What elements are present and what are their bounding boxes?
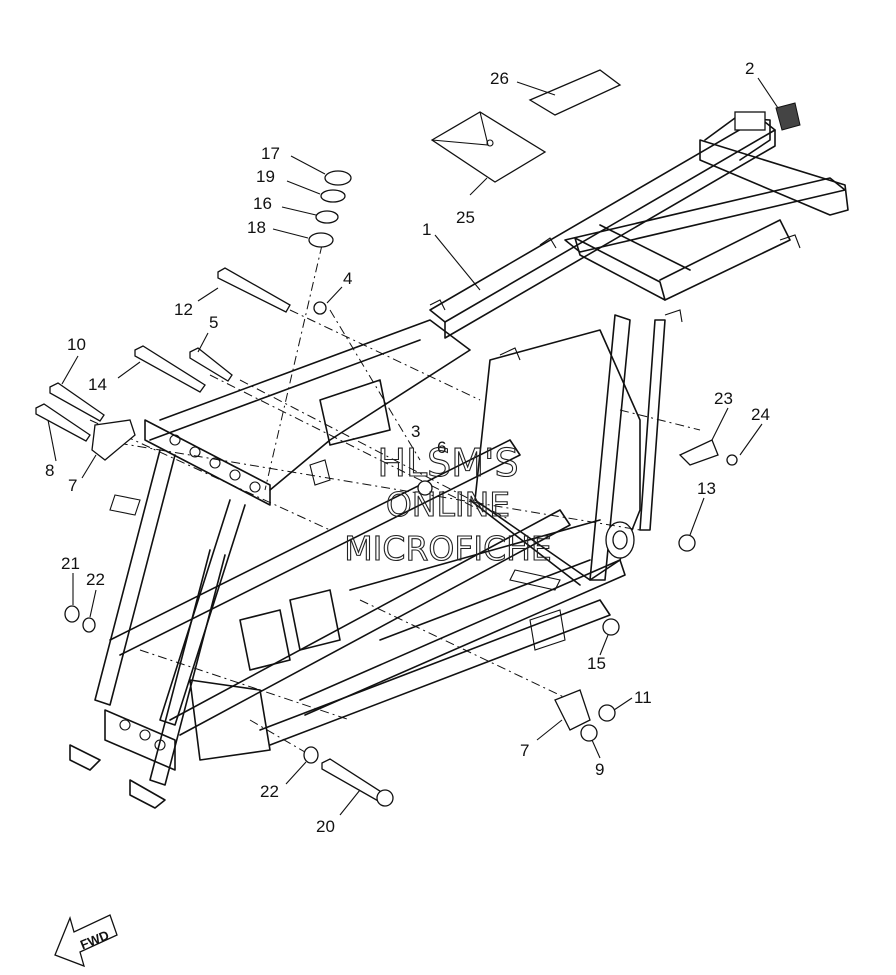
callout-1: 1 (422, 220, 431, 239)
bracket-7-front-part (91, 419, 136, 461)
bolt-14-part (134, 345, 206, 393)
callout-10: 10 (67, 335, 86, 354)
bolt-12-part (217, 267, 291, 313)
callout-15: 15 (587, 654, 606, 673)
callout-17: 17 (261, 144, 280, 163)
nut-13-part (678, 534, 696, 552)
callout-6: 6 (437, 438, 446, 457)
nut-3-part (417, 480, 433, 496)
washer-22-lower-part (303, 746, 319, 764)
callout-20: 20 (316, 817, 335, 836)
callout-9: 9 (595, 760, 604, 779)
nut-21-part (64, 605, 80, 623)
nut-9-part (580, 724, 598, 742)
callout-7-front: 7 (68, 476, 77, 495)
callout-26: 26 (490, 69, 509, 88)
bolt-10-part (49, 382, 105, 422)
forward-direction-arrow: FWD (54, 914, 118, 968)
bolt-5-part (189, 347, 233, 382)
callout-8: 8 (45, 461, 54, 480)
watermark-line-2: ONLINE (386, 485, 510, 524)
callout-14: 14 (88, 375, 107, 394)
callout-22-front: 22 (86, 570, 105, 589)
collar-16-part (315, 210, 339, 224)
callout-4: 4 (343, 269, 352, 288)
callout-22-lower: 22 (260, 782, 279, 801)
bolt-4-part (313, 301, 327, 315)
washer-22-front-part (82, 617, 96, 633)
callout-23: 23 (714, 389, 733, 408)
watermark-line-1: HLSM'S (377, 441, 518, 485)
clamp-23-part (678, 439, 719, 466)
watermark-line-3: MICROFICHE (344, 529, 552, 568)
frame-assembly (69, 111, 849, 809)
watermark: HLSM'S ONLINE MICROFICHE (344, 440, 553, 568)
callout-16: 16 (253, 194, 272, 213)
callout-7-rear: 7 (520, 741, 529, 760)
callout-24: 24 (751, 405, 770, 424)
nut-11-part (598, 704, 616, 722)
owner-manual-part (430, 111, 547, 183)
bolt-24-part (726, 454, 738, 466)
callout-3: 3 (411, 422, 420, 441)
nut-15-part (602, 618, 620, 636)
bushing-18-part (308, 232, 334, 248)
callout-21: 21 (61, 554, 80, 573)
callout-25: 25 (456, 208, 475, 227)
washer-19-part (320, 189, 346, 203)
bolt-8-part (35, 403, 91, 442)
parts (35, 69, 801, 807)
callout-12: 12 (174, 300, 193, 319)
assembly-lines (89, 244, 701, 756)
callout-19: 19 (256, 167, 275, 186)
bracket-7-rear-part (554, 689, 591, 731)
callout-11: 11 (634, 688, 652, 707)
tool-kit-part (528, 69, 622, 116)
callout-18: 18 (247, 218, 266, 237)
callout-5: 5 (209, 313, 218, 332)
callout-2: 2 (745, 59, 754, 78)
callout-labels: 26 2 17 19 16 18 25 1 4 12 5 10 14 3 6 8… (45, 59, 770, 836)
callout-13: 13 (697, 479, 716, 498)
rear-cap-part (775, 102, 801, 131)
bushing-17-part (324, 170, 352, 186)
bolt-20-part (321, 758, 387, 803)
leader-lines (47, 77, 779, 816)
